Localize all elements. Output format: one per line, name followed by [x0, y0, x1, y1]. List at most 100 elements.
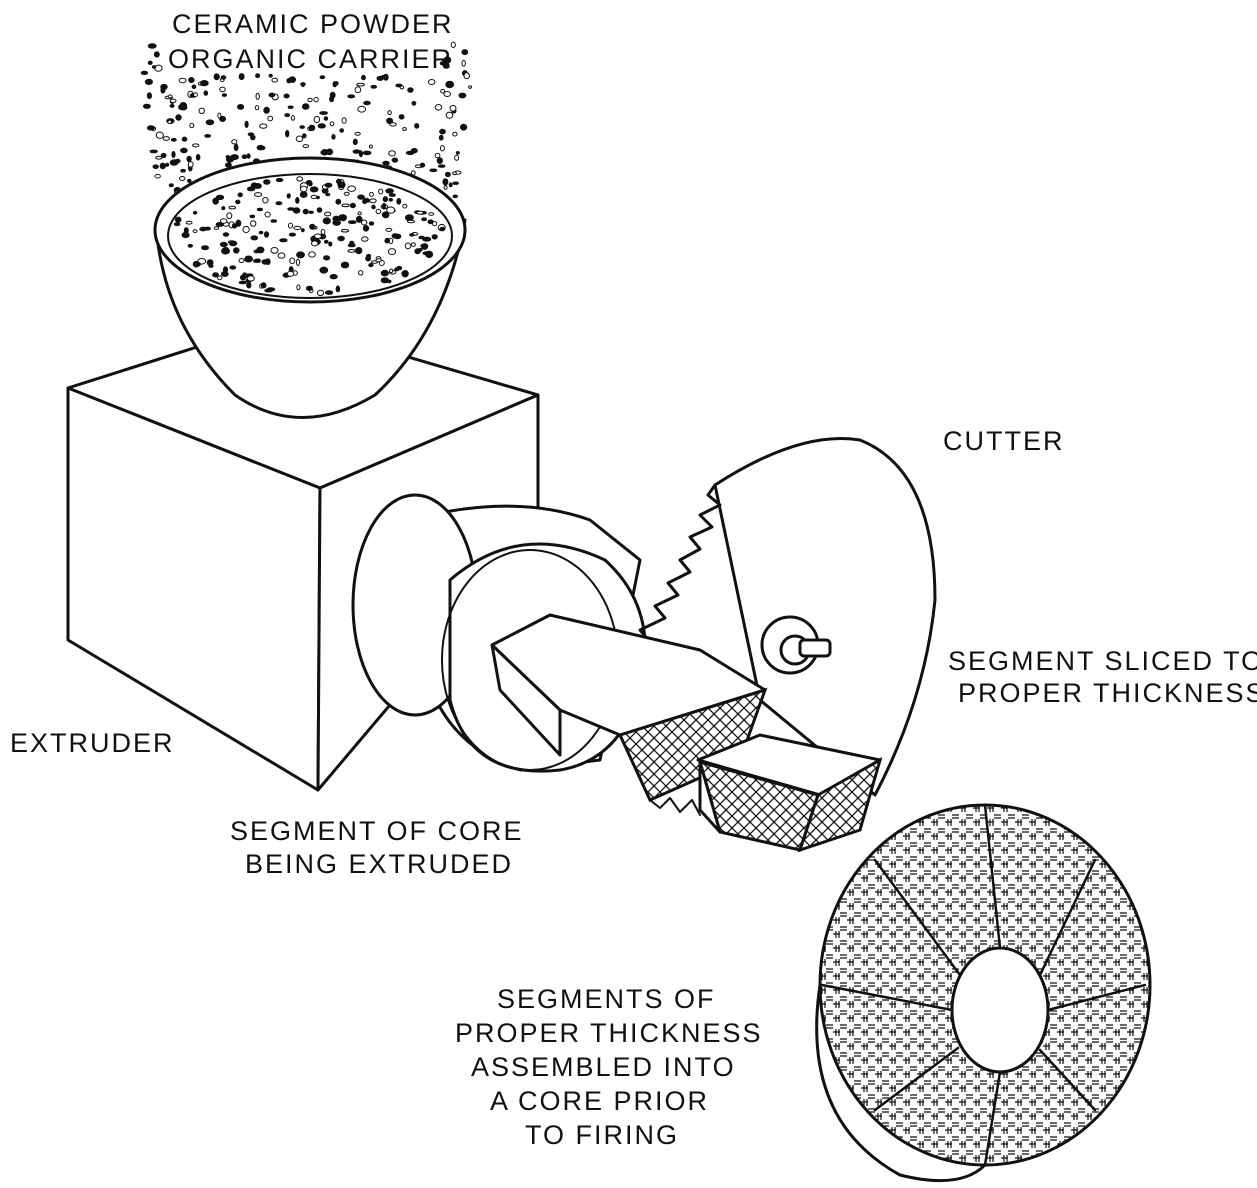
powder-particle — [412, 101, 416, 105]
powder-particle — [376, 209, 381, 213]
powder-particle — [248, 133, 254, 136]
powder-particle — [296, 136, 303, 142]
powder-particle — [355, 132, 360, 135]
powder-particle — [269, 93, 275, 97]
powder-particle — [278, 253, 285, 258]
powder-particle — [196, 155, 200, 161]
powder-particle — [348, 95, 355, 98]
powder-particle — [366, 256, 371, 261]
powder-particle — [381, 270, 388, 276]
powder-particle — [388, 249, 395, 255]
powder-particle — [194, 93, 198, 97]
powder-particle — [358, 195, 365, 199]
powder-particle — [257, 146, 265, 150]
powder-particle — [443, 179, 448, 185]
powder-particle — [385, 239, 390, 243]
powder-particle — [265, 212, 270, 217]
powder-particle — [176, 115, 181, 120]
powder-particle — [243, 226, 249, 232]
powder-particle — [408, 220, 415, 223]
powder-particle — [176, 159, 181, 163]
powder-particle — [342, 118, 346, 124]
powder-particle — [330, 275, 337, 279]
powder-particle — [288, 106, 293, 108]
powder-particle — [152, 66, 155, 68]
powder-particle — [405, 243, 411, 249]
powder-particle — [290, 258, 295, 264]
powder-particle — [383, 203, 386, 209]
powder-particle — [388, 280, 391, 283]
powder-particle — [170, 99, 176, 102]
powder-particle — [429, 213, 434, 216]
powder-particle — [397, 266, 402, 269]
powder-particle — [336, 199, 341, 204]
powder-particle — [150, 150, 157, 153]
powder-particle — [141, 71, 147, 74]
powder-particle — [192, 85, 196, 89]
powder-particle — [440, 129, 446, 134]
powder-particle — [226, 156, 229, 159]
powder-particle — [301, 229, 304, 232]
powder-particle — [312, 241, 318, 246]
powder-particle — [309, 211, 313, 213]
powder-particle — [181, 169, 186, 172]
powder-particle — [154, 52, 159, 57]
powder-particle — [386, 189, 394, 193]
powder-particle — [316, 196, 319, 198]
powder-particle — [206, 120, 214, 125]
powder-particle — [257, 247, 264, 253]
powder-particle — [284, 94, 289, 98]
powder-particle — [267, 288, 275, 291]
powder-particle — [450, 105, 456, 111]
powder-particle — [329, 242, 332, 246]
powder-particle — [221, 272, 228, 277]
powder-particle — [372, 205, 375, 209]
powder-particle — [239, 74, 244, 80]
powder-particle — [320, 267, 328, 273]
powder-particle — [271, 220, 277, 223]
powder-particle — [327, 149, 333, 155]
powder-particle — [320, 76, 325, 79]
powder-particle — [387, 207, 395, 213]
powder-particle — [193, 144, 199, 147]
powder-particle — [269, 74, 272, 77]
powder-particle — [444, 186, 447, 190]
powder-particle — [306, 286, 312, 290]
powder-particle — [317, 208, 322, 213]
powder-particle — [330, 97, 334, 102]
powder-particle — [264, 180, 270, 185]
powder-particle — [399, 115, 404, 119]
powder-particle — [376, 259, 381, 262]
powder-particle — [255, 106, 259, 110]
powder-particle — [229, 206, 236, 209]
powder-particle — [236, 200, 240, 204]
powder-particle — [251, 236, 258, 240]
powder-particle — [446, 81, 454, 87]
powder-particle — [232, 224, 236, 228]
powder-particle — [243, 273, 247, 278]
powder-particle — [324, 117, 328, 120]
powder-particle — [179, 78, 186, 83]
powder-particle — [446, 112, 453, 118]
powder-particle — [363, 151, 371, 155]
powder-particle — [362, 220, 367, 225]
label-ceramic-powder: CERAMIC POWDER — [172, 9, 454, 39]
powder-particle — [193, 230, 197, 233]
powder-particle — [254, 193, 261, 197]
powder-particle — [223, 233, 228, 236]
powder-particle — [370, 192, 374, 196]
powder-particle — [355, 87, 361, 93]
powder-particle — [285, 114, 290, 117]
powder-particle — [314, 97, 318, 101]
powder-particle — [383, 197, 387, 202]
powder-particle — [168, 120, 172, 123]
powder-particle — [230, 266, 236, 269]
powder-particle — [189, 78, 194, 83]
powder-particle — [350, 203, 355, 207]
powder-particle — [449, 183, 452, 187]
powder-particle — [453, 172, 457, 175]
powder-particle — [336, 286, 340, 292]
powder-particle — [400, 86, 404, 89]
powder-particle — [394, 234, 401, 239]
powder-particle — [172, 152, 175, 158]
